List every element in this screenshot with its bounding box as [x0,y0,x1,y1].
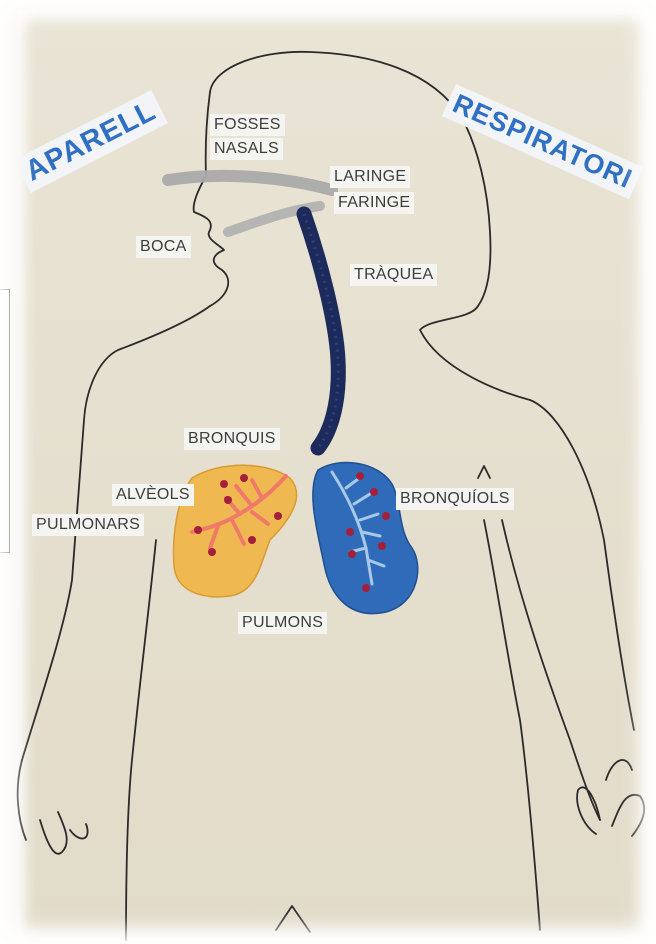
label-bronquiols: BRONQUÍOLS [396,488,514,510]
label-pulmons: PULMONS [238,612,327,634]
label-alveols: ALVÈOLS [112,484,194,506]
chest-mark [478,466,490,478]
label-traquea: TRÀQUEA [350,264,437,286]
label-laringe: LARINGE [330,166,410,188]
label-pulmonars: PULMONARS [32,514,144,536]
label-nasals: NASALS [210,138,283,160]
bottom-mark [276,906,310,932]
label-fosses: FOSSES [210,114,285,136]
right-hand [577,760,644,836]
right-arm-inner [484,520,540,930]
label-bronquis: BRONQUIS [184,428,280,450]
neck-right [420,306,634,730]
nasal-tube [168,176,332,190]
label-faringe: FARINGE [334,192,414,214]
right-arm-mid [502,520,600,820]
left-hand [18,760,88,854]
left-arm-inner [126,540,156,940]
label-boca: BOCA [136,236,191,258]
right-lung [313,462,418,613]
